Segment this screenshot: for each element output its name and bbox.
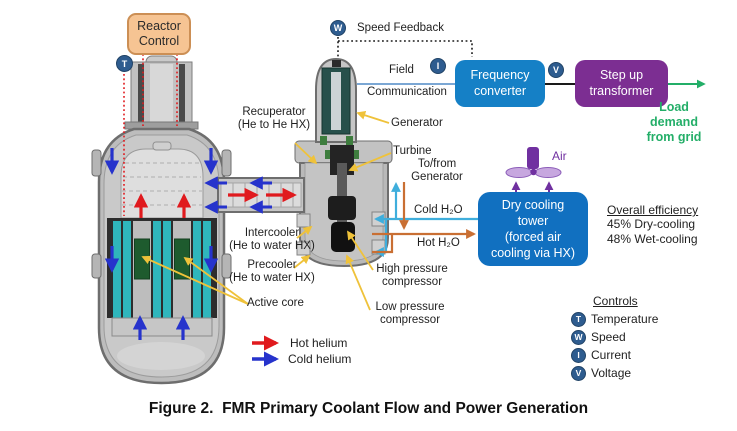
step-up-transformer-box: Step up transformer [575,60,668,107]
controls-legend-heading: Controls [593,294,638,308]
turbine-label: Turbine [393,145,432,157]
controls-legend: Controls T Temperature W Speed I Current… [571,294,658,382]
reactor-control-box: Reactor Control [127,13,191,55]
figure-caption: Figure 2. FMR Primary Coolant Flow and P… [148,400,589,417]
generator-label: Generator [391,117,443,129]
high-pressure-compressor-label: High pressure compressor [376,263,448,289]
high-pressure-compressor-internals [328,196,356,220]
active-core-label: Active core [247,297,304,309]
voltage-badge: V [571,365,586,381]
efficiency-wet: 48% Wet-cooling [607,231,698,246]
low-pressure-compressor-internals [331,222,355,252]
legend-row-temperature: T Temperature [571,310,658,328]
hot-h2o-label: Hot H₂O [417,237,460,249]
speed-badge: W [330,20,346,36]
legend-row-current: I Current [571,346,658,364]
intercooler-label: Intercooler (He to water HX) [229,227,315,253]
field-label: Field [389,64,414,76]
air-label: Air [552,149,567,163]
legend-row-voltage: V Voltage [571,364,658,382]
legend-label: Speed [591,330,626,344]
helium-flow-arrows [104,148,297,340]
precooler-label: Precooler (He to water HX) [229,259,315,285]
cold-helium-label: Cold helium [288,352,352,366]
speed-badge: W [571,329,586,345]
label-pointer-arrows [141,110,392,311]
temperature-badge: T [571,311,586,327]
efficiency-dry: 45% Dry-cooling [607,217,696,232]
legend-label: Temperature [591,312,659,326]
low-pressure-compressor-label: Low pressure compressor [375,301,445,327]
frequency-converter-box: Frequency converter [455,60,545,107]
communication-label: Communication [367,86,447,98]
hot-helium-label: Hot helium [290,336,348,350]
to-from-generator-label: To/from Generator [411,158,463,184]
voltage-badge: V [548,62,564,78]
cold-h2o-label: Cold H₂O [414,204,463,216]
current-badge: I [430,58,446,74]
reactor-vessel [91,55,232,385]
cooling-water-pipes [372,182,478,257]
dry-cooling-tower-box: Dry cooling tower (forced air cooling vi… [478,192,588,266]
fan-icon [505,147,562,193]
speed-feedback-lines [337,37,473,59]
legend-row-speed: W Speed [571,328,658,346]
recuperator-label: Recuperator (He to He HX) [237,106,311,132]
load-demand-label: Load demand from grid [646,100,702,144]
helium-legend-arrows [252,335,280,367]
temperature-control-lines [123,54,178,216]
legend-label: Current [591,348,632,362]
speed-feedback-label: Speed Feedback [357,22,444,34]
legend-label: Voltage [591,366,632,380]
efficiency-note: Overall efficiency 45% Dry-cooling 48% W… [607,203,698,246]
efficiency-heading: Overall efficiency [607,203,699,217]
temperature-badge: T [116,55,133,72]
current-badge: I [571,347,586,363]
